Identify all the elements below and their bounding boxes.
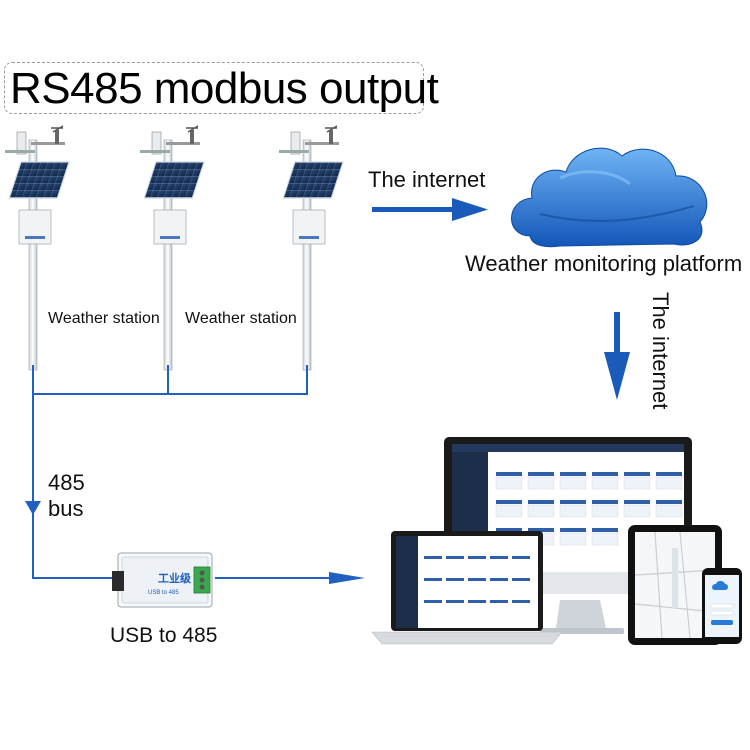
arrow-right-icon bbox=[372, 198, 488, 221]
weather-station-icon bbox=[139, 125, 205, 371]
arrow-down-icon bbox=[25, 501, 41, 515]
weather-station-icon bbox=[278, 125, 344, 371]
phone-icon bbox=[702, 568, 742, 644]
cloud-icon bbox=[511, 147, 708, 248]
label-bus-number: 485 bbox=[48, 470, 85, 495]
weather-station-icon bbox=[4, 125, 70, 371]
label-usb-to-485: USB to 485 bbox=[110, 624, 218, 647]
rs485-bus-wiring bbox=[32, 365, 330, 579]
converter-main-text: 工业级 bbox=[158, 571, 192, 585]
tablet-icon bbox=[628, 525, 722, 645]
arrow-right-icon bbox=[329, 572, 365, 584]
diagram-title: RS485 modbus output bbox=[10, 64, 439, 113]
label-internet-side: The internet bbox=[648, 292, 673, 410]
laptop-icon bbox=[371, 531, 563, 645]
arrow-down-icon bbox=[604, 312, 630, 400]
title-frame bbox=[4, 62, 424, 114]
label-internet-top: The internet bbox=[368, 167, 486, 192]
converter-sub-text: USB to 485 bbox=[148, 590, 179, 596]
label-weather-station-1: Weather station bbox=[48, 310, 160, 327]
label-weather-station-2: Weather station bbox=[185, 310, 297, 327]
label-weather-platform: Weather monitoring platform bbox=[465, 251, 743, 276]
usb-converter-icon: 工业级 USB to 485 bbox=[112, 552, 213, 608]
label-bus-word: bus bbox=[48, 496, 84, 521]
